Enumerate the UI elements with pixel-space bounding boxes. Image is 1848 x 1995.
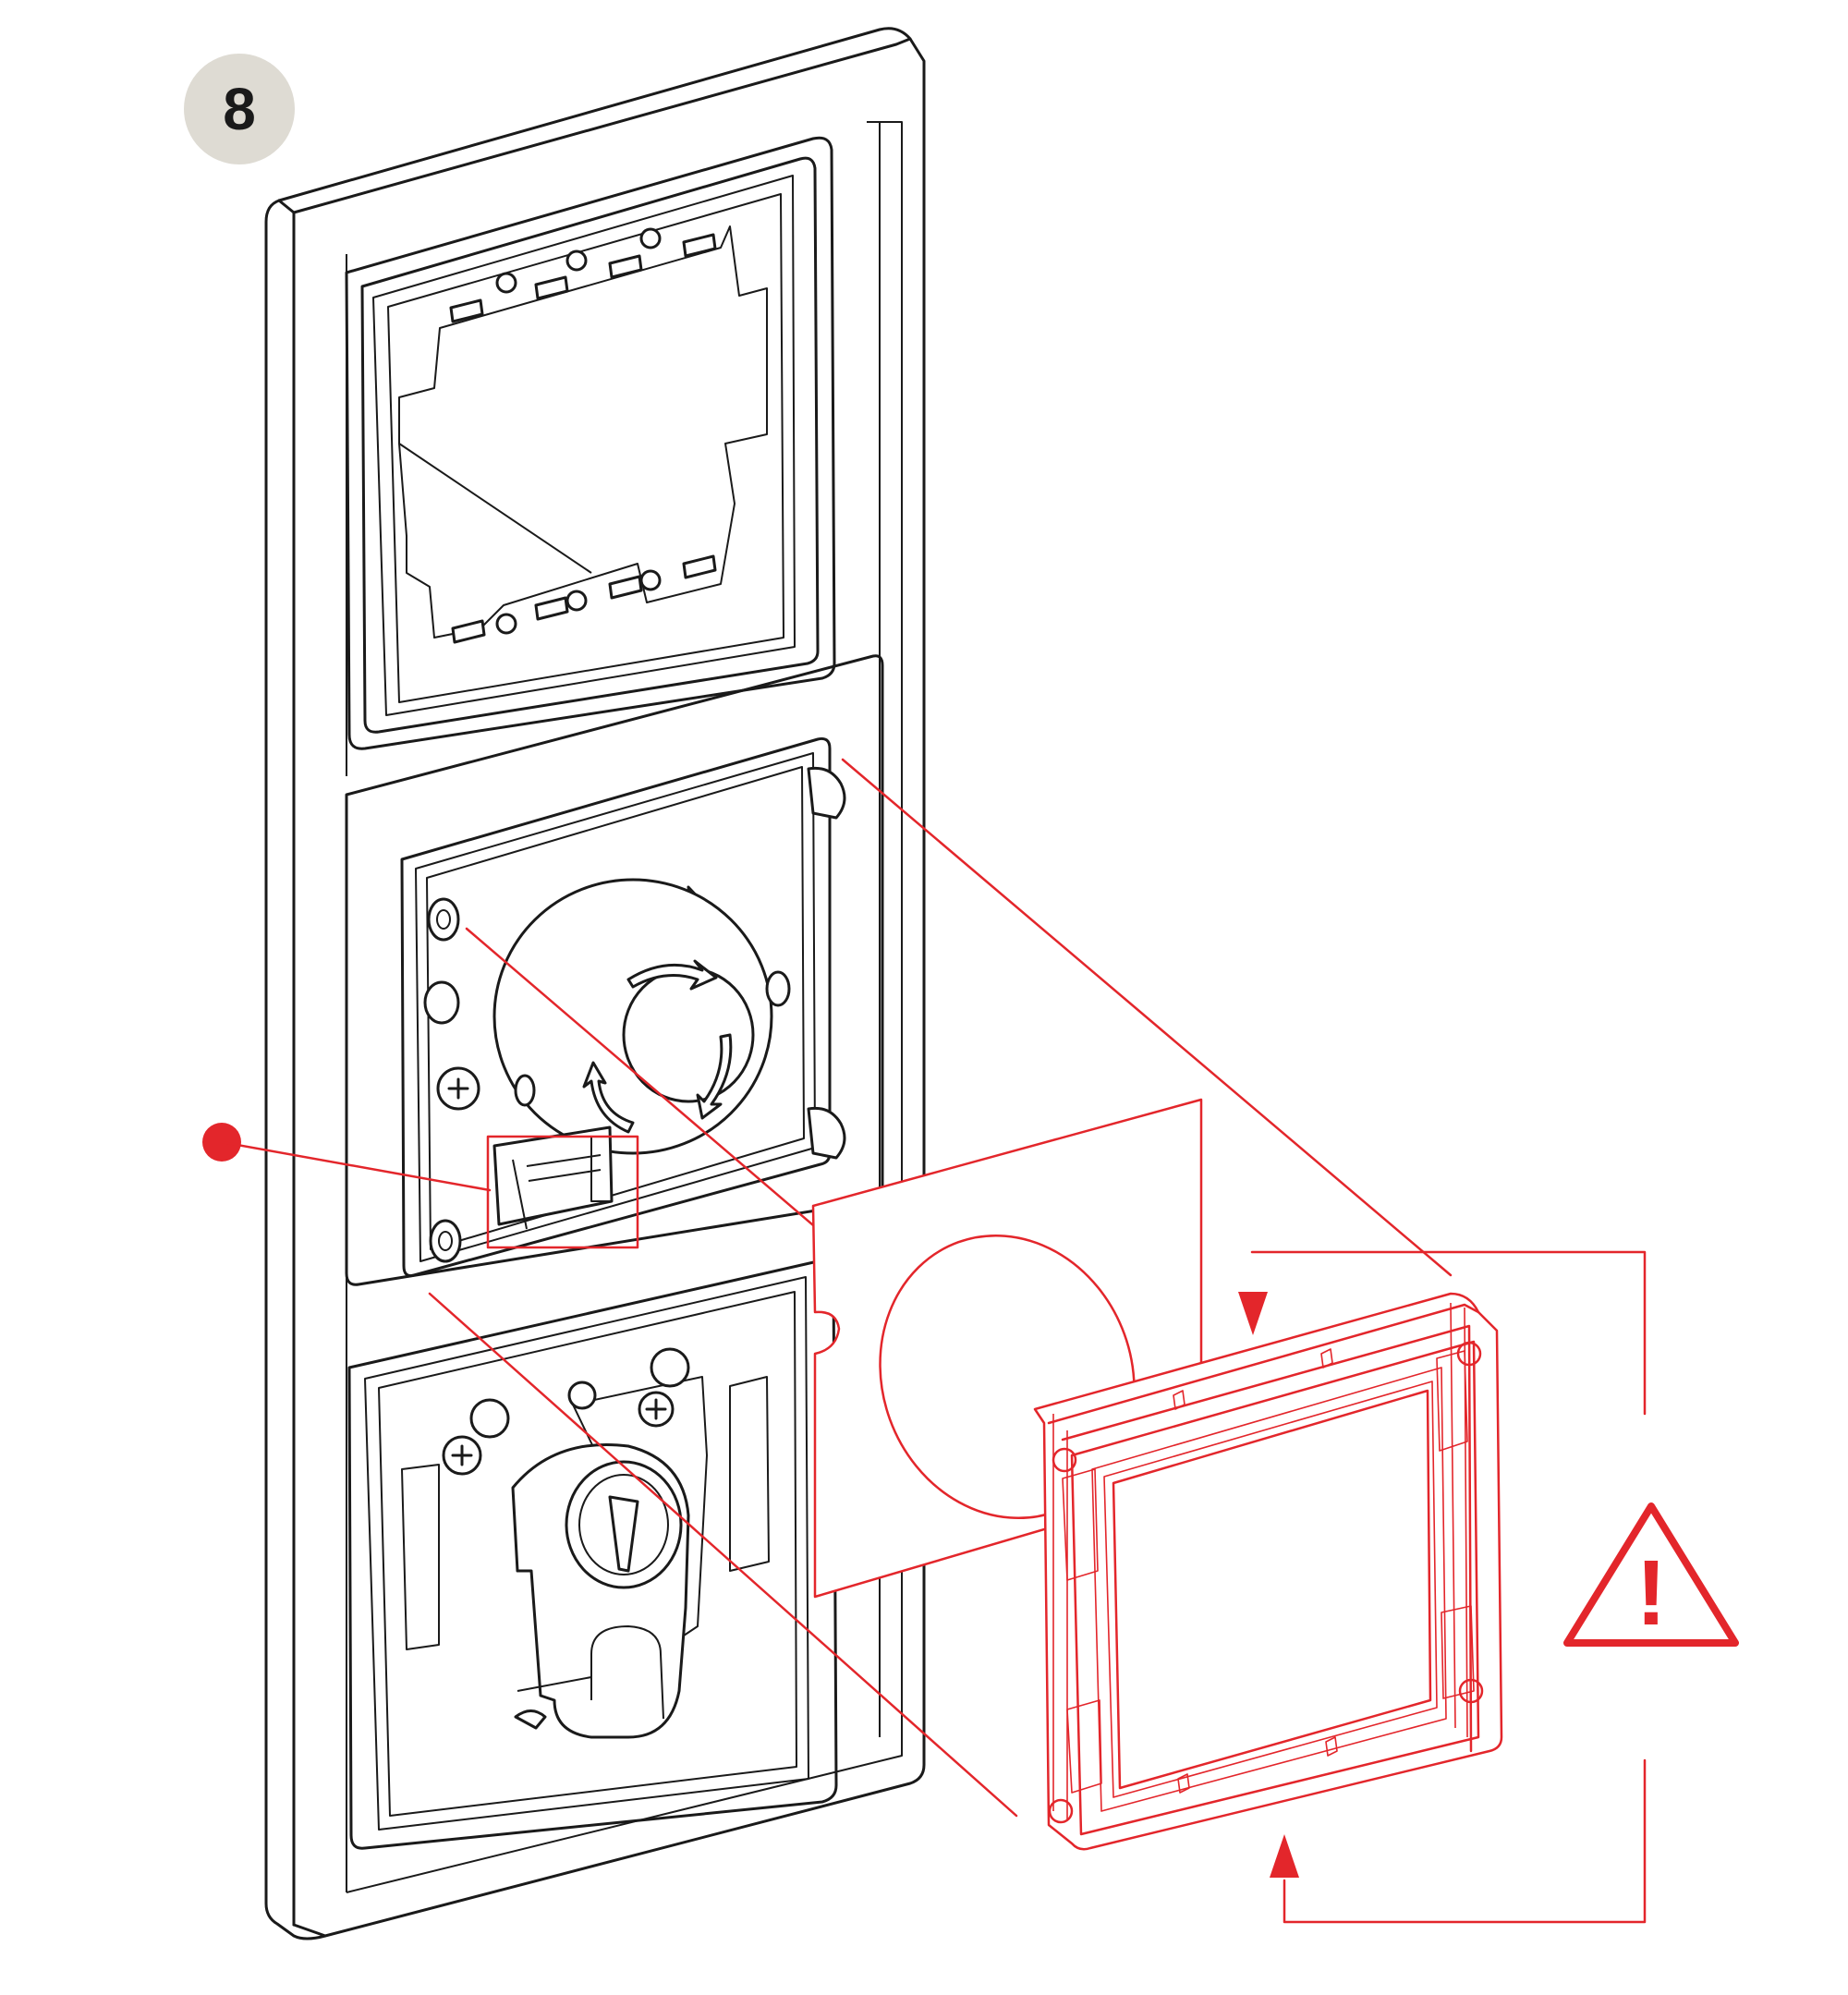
rotate-arrow-icon: [582, 1061, 635, 1134]
warning-symbol: !: [1635, 1541, 1666, 1645]
top-module-empty: [345, 136, 836, 750]
key-cylinder: [511, 1442, 690, 1739]
callout-highlight-box: [486, 1135, 639, 1249]
rotate-arrow-icon: [696, 1033, 733, 1120]
warning-triangle-icon: !: [1563, 1502, 1739, 1647]
step-number: 8: [223, 76, 256, 142]
callout: [202, 1123, 639, 1249]
rotate-arrow-icon: [626, 959, 718, 991]
step-number-badge: 8: [184, 54, 295, 164]
top-module-clips: [449, 227, 717, 644]
middle-module-emergency-button: [345, 654, 884, 1286]
rotation-bracket: [1238, 1250, 1647, 1924]
arrow-up-icon: [1270, 1834, 1299, 1878]
mushroom-button: [492, 878, 791, 1155]
arrow-down-icon: [1238, 1292, 1268, 1335]
protective-cover: [1033, 1292, 1503, 1851]
